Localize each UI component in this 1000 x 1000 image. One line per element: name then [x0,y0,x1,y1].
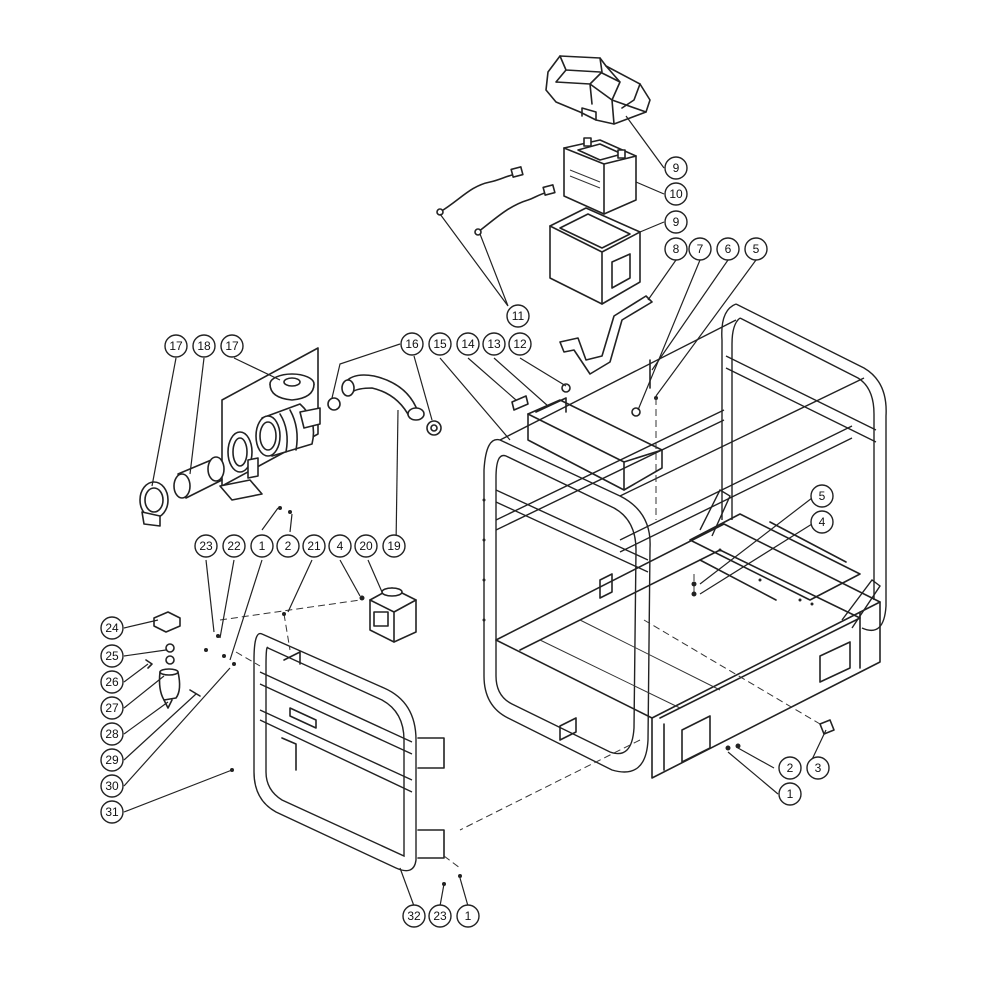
fasteners [204,506,835,886]
callout-4: 4 [810,510,834,534]
callout-7: 7 [688,237,712,261]
callout-8: 8 [664,237,688,261]
callout-3: 3 [806,756,830,780]
callout-1: 1 [778,782,802,806]
svg-text:30: 30 [105,779,119,793]
svg-text:31: 31 [105,805,119,819]
svg-text:32: 32 [407,909,421,923]
callout-5: 5 [810,484,834,508]
svg-text:12: 12 [513,337,527,351]
callout-30: 30 [100,774,124,798]
svg-text:19: 19 [387,539,401,553]
battery-cables [436,166,556,236]
callout-27: 27 [100,696,124,720]
svg-text:23: 23 [433,909,447,923]
svg-text:9: 9 [673,215,680,229]
svg-text:5: 5 [753,242,760,256]
callout-9: 9 [664,156,688,180]
callout-25: 25 [100,644,124,668]
callout-9: 9 [664,210,688,234]
callout-18: 18 [192,334,216,358]
callout-20: 20 [354,534,378,558]
bracket-hardware [511,359,658,417]
battery-tray [549,207,641,305]
callout-11: 11 [506,304,530,328]
battery-strap [559,295,653,375]
battery-cover [545,55,651,125]
svg-text:8: 8 [673,242,680,256]
callout-26: 26 [100,670,124,694]
svg-text:13: 13 [487,337,501,351]
svg-text:7: 7 [697,242,704,256]
air-cleaner-assembly [139,347,442,527]
svg-text:23: 23 [199,539,213,553]
callout-19: 19 [382,534,406,558]
svg-text:3: 3 [815,761,822,775]
battery [563,137,637,215]
callout-17: 17 [220,334,244,358]
svg-text:26: 26 [105,675,119,689]
svg-text:21: 21 [307,539,321,553]
callout-16: 16 [400,332,424,356]
svg-text:18: 18 [197,339,211,353]
svg-text:1: 1 [787,787,794,801]
control-box [369,587,417,643]
svg-text:25: 25 [105,649,119,663]
svg-text:11: 11 [512,309,525,323]
svg-text:1: 1 [465,909,472,923]
callout-1: 1 [456,904,480,928]
svg-text:1: 1 [259,539,266,553]
callout-29: 29 [100,748,124,772]
svg-text:9: 9 [673,161,680,175]
callout-14: 14 [456,332,480,356]
svg-text:27: 27 [105,701,119,715]
svg-text:6: 6 [725,242,732,256]
callout-31: 31 [100,800,124,824]
leader-lines [123,115,827,907]
callout-12: 12 [508,332,532,356]
callout-23: 23 [194,534,218,558]
callouts: 9 10 9 8 7 6 5 11 17 18 17 16 15 14 13 1… [100,156,834,928]
svg-text:17: 17 [225,339,239,353]
callout-17: 17 [164,334,188,358]
svg-text:22: 22 [227,539,241,553]
callout-2: 2 [778,756,802,780]
svg-text:2: 2 [787,761,794,775]
svg-text:28: 28 [105,727,119,741]
callout-6: 6 [716,237,740,261]
svg-text:16: 16 [405,337,419,351]
svg-text:5: 5 [819,489,826,503]
callout-28: 28 [100,722,124,746]
callout-10: 10 [664,182,688,206]
main-frame [482,303,887,779]
svg-text:17: 17 [169,339,183,353]
svg-text:20: 20 [359,539,373,553]
callout-23: 23 [428,904,452,928]
svg-text:24: 24 [105,621,119,635]
side-frame [253,632,445,872]
svg-text:2: 2 [285,539,292,553]
svg-text:4: 4 [819,515,826,529]
svg-text:4: 4 [337,539,344,553]
callout-2: 2 [276,534,300,558]
callout-13: 13 [482,332,506,356]
svg-text:29: 29 [105,753,119,767]
battery-bracket [527,397,663,491]
svg-text:14: 14 [461,337,475,351]
callout-22: 22 [222,534,246,558]
svg-text:15: 15 [433,337,447,351]
callout-24: 24 [100,616,124,640]
switch-assembly [145,611,201,709]
callout-32: 32 [402,904,426,928]
callout-21: 21 [302,534,326,558]
svg-text:10: 10 [669,187,683,201]
callout-1: 1 [250,534,274,558]
callout-5: 5 [744,237,768,261]
callout-15: 15 [428,332,452,356]
callout-4: 4 [328,534,352,558]
assembly-lines [219,398,821,869]
